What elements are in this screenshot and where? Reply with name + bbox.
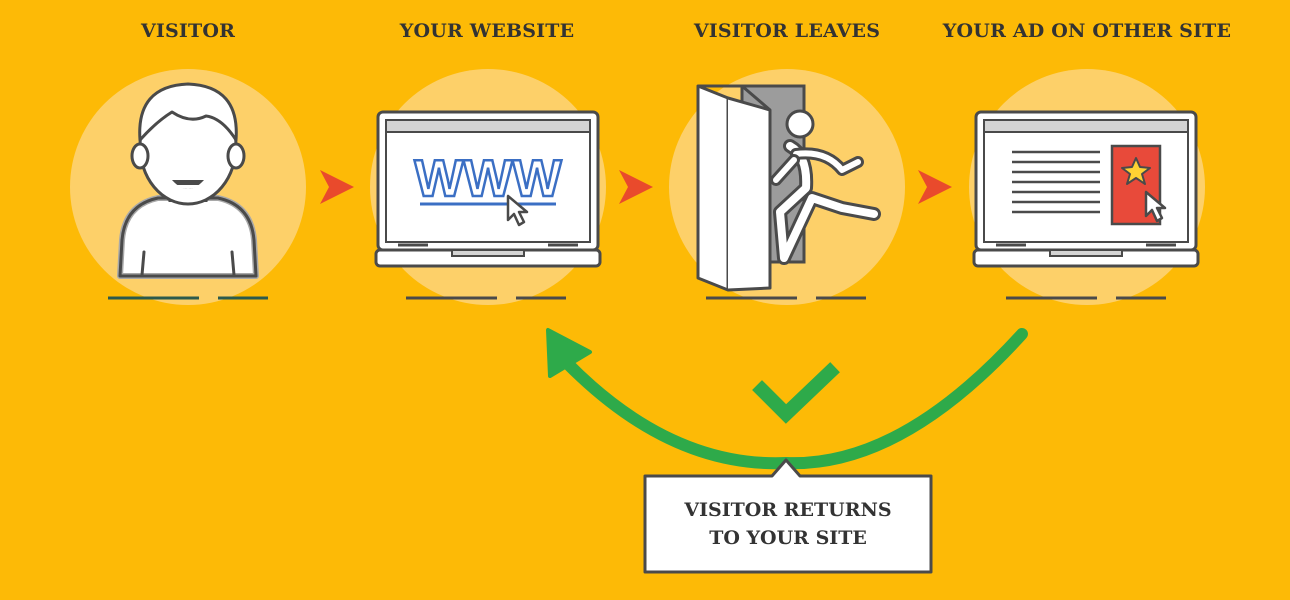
step-visitor [70, 69, 306, 305]
callout-line-1: VISITOR RETURNS [684, 499, 892, 521]
step-title-your-ad: YOUR AD ON OTHER SITE [942, 20, 1232, 42]
flow-arrow-icon [918, 170, 952, 204]
flow-arrow-icon [320, 170, 354, 204]
cursor-icon [506, 194, 529, 227]
article-text-lines [1012, 150, 1100, 214]
step-title-visitor: VISITOR [140, 20, 236, 42]
step-your-website: WWW [370, 69, 606, 305]
cursor-icon [1144, 190, 1167, 223]
return-arrow-head-icon [546, 328, 592, 378]
person-icon [117, 82, 259, 279]
step-title-your-website: YOUR WEBSITE [399, 20, 575, 42]
laptop-ad-icon [972, 110, 1200, 268]
www-text: WWW [414, 150, 562, 208]
callout-line-2: TO YOUR SITE [709, 527, 867, 549]
callout-text: VISITOR RETURNS TO YOUR SITE [645, 476, 931, 572]
step-your-ad [969, 69, 1205, 305]
return-arrow [546, 328, 1028, 470]
door-exit-icon [696, 84, 881, 292]
step-visitor-leaves [669, 69, 905, 305]
checkmark-icon [752, 362, 840, 424]
flow-arrow-icon [619, 170, 653, 204]
laptop-www-icon: WWW [374, 110, 602, 268]
running-person-icon [770, 109, 881, 265]
step-title-visitor-leaves: VISITOR LEAVES [693, 20, 881, 42]
star-icon [1121, 157, 1151, 185]
callout-box [643, 458, 933, 574]
